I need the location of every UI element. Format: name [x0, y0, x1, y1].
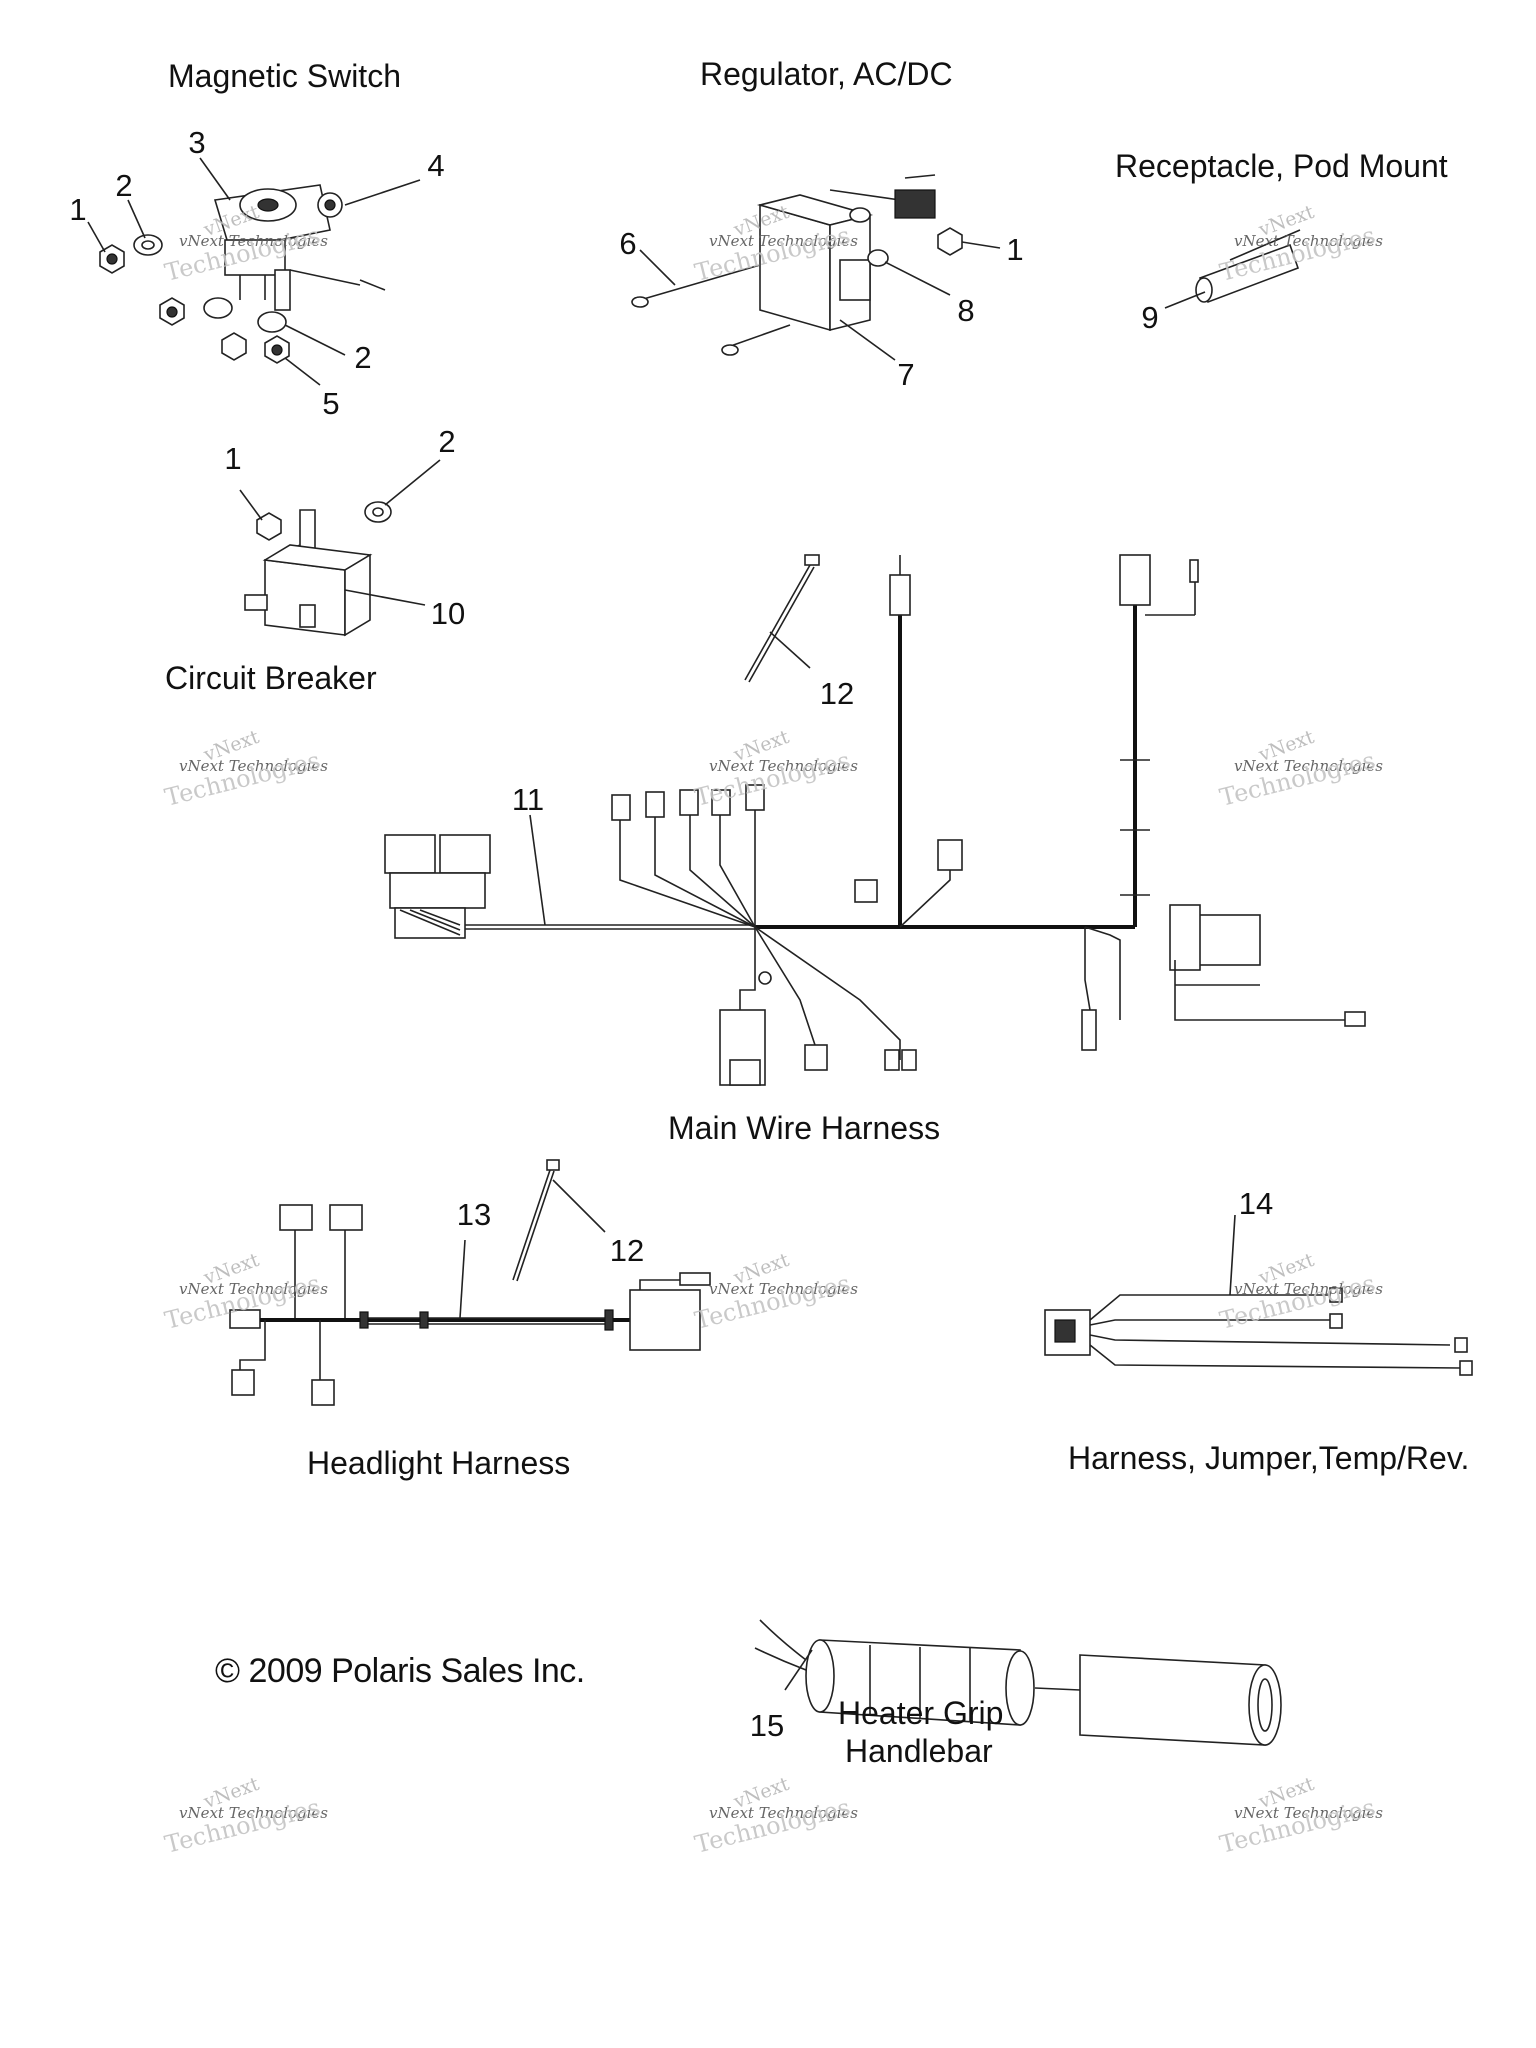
callout-13-headlight-harness: 13: [456, 1197, 492, 1232]
jumper-harness-drawing: [1044, 1287, 1473, 1376]
receptacle-drawing: [1195, 229, 1301, 304]
callout-1-nut: 1: [69, 192, 87, 227]
callout-5-nut: 5: [322, 386, 340, 421]
copyright-notice: © 2009 Polaris Sales Inc.: [215, 1652, 585, 1690]
callout-8-washer: 8: [957, 293, 975, 328]
callout-2-washer-b: 2: [354, 340, 372, 375]
callout-12-cable-tie: 12: [819, 676, 855, 711]
callout-11-main-harness: 11: [511, 782, 545, 817]
label-headlight-harness: Headlight Harness: [307, 1445, 571, 1481]
callout-9-receptacle: 9: [1141, 300, 1159, 335]
regulator-drawing: [631, 174, 963, 356]
label-circuit-breaker: Circuit Breaker: [165, 660, 377, 696]
callout-12-cable-tie-b: 12: [609, 1233, 645, 1268]
callout-6-bolt: 6: [619, 226, 637, 261]
circuit-breaker-drawing: [244, 501, 392, 637]
label-magnetic-switch: Magnetic Switch: [168, 58, 401, 94]
headlight-harness-drawing: [229, 1204, 711, 1406]
label-main-harness: Main Wire Harness: [668, 1110, 941, 1146]
callout-2-washer: 2: [115, 168, 133, 203]
callout-4-lockwasher: 4: [427, 148, 445, 183]
label-heater-grip: Heater Grip: [838, 1695, 1004, 1731]
callout-7-regulator: 7: [897, 357, 915, 392]
callout-1-nut-breaker: 1: [224, 441, 242, 476]
label-handlebar: Handlebar: [845, 1733, 993, 1769]
heater-grip-drawing: [754, 1619, 1282, 1746]
leader-lines: [87, 157, 1236, 1691]
cable-tie-drawings: [512, 554, 820, 1282]
callout-10-breaker: 10: [430, 596, 466, 631]
main-harness-drawing: [384, 554, 1366, 1086]
label-jumper-harness: Harness, Jumper,Temp/Rev.: [1068, 1440, 1470, 1476]
callout-3-switch: 3: [188, 125, 206, 160]
callout-15-heater-grip: 15: [749, 1708, 785, 1743]
callout-1-nut-regulator: 1: [1006, 232, 1024, 267]
label-receptacle: Receptacle, Pod Mount: [1115, 148, 1448, 184]
callout-14-jumper-harness: 14: [1238, 1186, 1274, 1221]
magnetic-switch-drawing: [99, 184, 386, 364]
label-regulator: Regulator, AC/DC: [700, 56, 953, 92]
callout-2-washer-breaker: 2: [438, 424, 456, 459]
